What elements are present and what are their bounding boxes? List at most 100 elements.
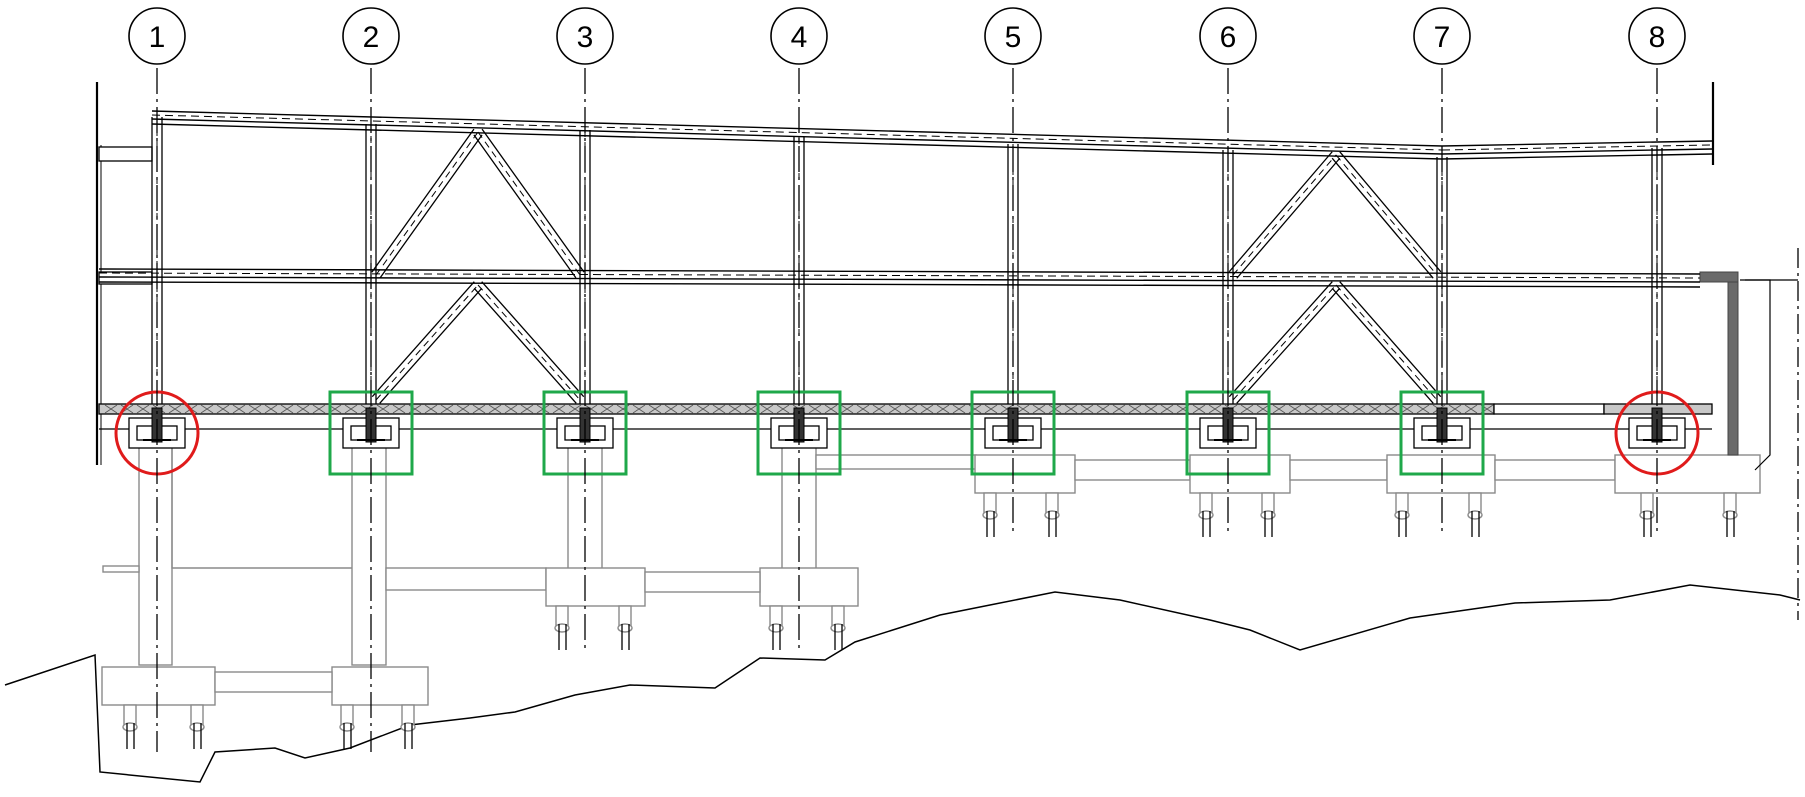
diagonal-brace — [371, 281, 475, 398]
deck-lattice — [472, 404, 486, 414]
deck-lattice — [520, 404, 534, 414]
deck-lattice — [1384, 404, 1398, 414]
deck-lattice — [840, 404, 854, 414]
axis-3-bubble — [556, 7, 614, 65]
axis-5-label: 5 — [1005, 21, 1022, 54]
deck-lattice — [1256, 404, 1270, 414]
diagonal-brace-centerline — [1335, 154, 1438, 276]
axis-1-bubble — [128, 7, 186, 65]
deck-lattice — [680, 404, 694, 414]
foundations — [101, 444, 1761, 749]
deck-lattice — [1272, 404, 1286, 414]
deck-lattice — [696, 404, 710, 414]
diagonal-brace — [1339, 281, 1442, 398]
pile-tip — [1044, 510, 1060, 520]
axis-6-bubble — [1199, 7, 1257, 65]
tie-beam-6-7 — [1289, 459, 1388, 481]
pile-tip — [1394, 510, 1410, 520]
pile-tip — [1722, 510, 1738, 520]
deck-lattice — [104, 404, 118, 414]
top-chord-end — [1441, 140, 1713, 147]
axis-3-label: 3 — [577, 21, 594, 54]
axis-7-label: 7 — [1434, 21, 1451, 54]
deck-lattice — [728, 404, 742, 414]
pile-tip — [617, 623, 633, 633]
deck-lattice — [1336, 404, 1350, 414]
deck-lattice — [824, 404, 838, 414]
pile-tip — [400, 722, 416, 732]
pile-tip — [189, 722, 205, 732]
pile-cap-1 — [101, 666, 216, 706]
axis-7-bubble — [1413, 7, 1471, 65]
deck-lattice — [296, 404, 310, 414]
diagonal-brace — [1236, 157, 1341, 279]
top-chord-end — [1441, 148, 1713, 155]
diagonal-brace — [481, 281, 585, 398]
diagonal-brace — [1331, 287, 1434, 404]
deck-lattice — [1144, 404, 1158, 414]
diagonal-brace — [1228, 151, 1333, 273]
pile-tip — [339, 722, 355, 732]
middle-chord — [98, 276, 1701, 283]
diagonal-brace-centerline — [375, 131, 479, 276]
deck-lattice — [1080, 404, 1094, 414]
deck-lattice — [376, 404, 390, 414]
right-abutment-column — [1727, 274, 1739, 456]
pile-tip — [1260, 510, 1276, 520]
deck-lattice — [392, 404, 406, 414]
pile-tip — [1467, 510, 1483, 520]
top-chord — [151, 123, 1443, 160]
tie-beam-1-2 — [214, 671, 333, 693]
pile-cap-2 — [331, 666, 429, 706]
deck-lattice — [1240, 404, 1254, 414]
deck-lattice — [1416, 404, 1430, 414]
deck-lattice — [712, 404, 726, 414]
axis-6-label: 6 — [1220, 21, 1237, 54]
deck-lattice — [1304, 404, 1318, 414]
diagonal-brace — [1236, 287, 1341, 404]
axis-8-bubble — [1628, 7, 1686, 65]
deck-lattice — [1448, 404, 1462, 414]
axis-5-bubble — [984, 7, 1042, 65]
pile-cap-3 — [545, 567, 646, 607]
top-chord-end — [1441, 153, 1713, 160]
axis-4-bubble — [770, 7, 828, 65]
deck-lattice — [312, 404, 326, 414]
deck-lattice — [264, 404, 278, 414]
deck-lattice — [168, 404, 182, 414]
diagonal-brace — [473, 134, 577, 279]
deck-lattice — [280, 404, 294, 414]
deck-lattice — [1368, 404, 1382, 414]
top-chord-centerline — [151, 114, 1443, 151]
diagonal-brace — [481, 128, 585, 273]
pile-tip — [1198, 510, 1214, 520]
diagonal-brace — [379, 287, 483, 404]
deck-lattice — [632, 404, 646, 414]
tie-beam-7-8 — [1494, 459, 1616, 481]
tie-beam-3-4 — [644, 571, 761, 593]
top-chord — [151, 110, 1443, 147]
deck-lattice — [888, 404, 902, 414]
terrain-profile — [4, 584, 1801, 783]
deck-lattice — [1208, 404, 1222, 414]
pile-tip — [554, 623, 570, 633]
deck-lattice — [232, 404, 246, 414]
deck-lattice — [440, 404, 454, 414]
deck-lattice — [1288, 404, 1302, 414]
deck-lattice — [664, 404, 678, 414]
deck-lattice — [648, 404, 662, 414]
middle-chord — [98, 281, 1701, 288]
deck-end-span — [1493, 403, 1605, 415]
top-chord — [151, 118, 1443, 155]
deck-lattice — [248, 404, 262, 414]
pile-tip — [122, 722, 138, 732]
deck-lattice — [744, 404, 758, 414]
deck-lattice — [1128, 404, 1142, 414]
deck-lattice — [760, 404, 774, 414]
diagonal-brace-centerline — [375, 284, 479, 401]
deck-lattice — [552, 404, 566, 414]
pile-tip — [768, 623, 784, 633]
diagonal-brace — [379, 134, 483, 279]
